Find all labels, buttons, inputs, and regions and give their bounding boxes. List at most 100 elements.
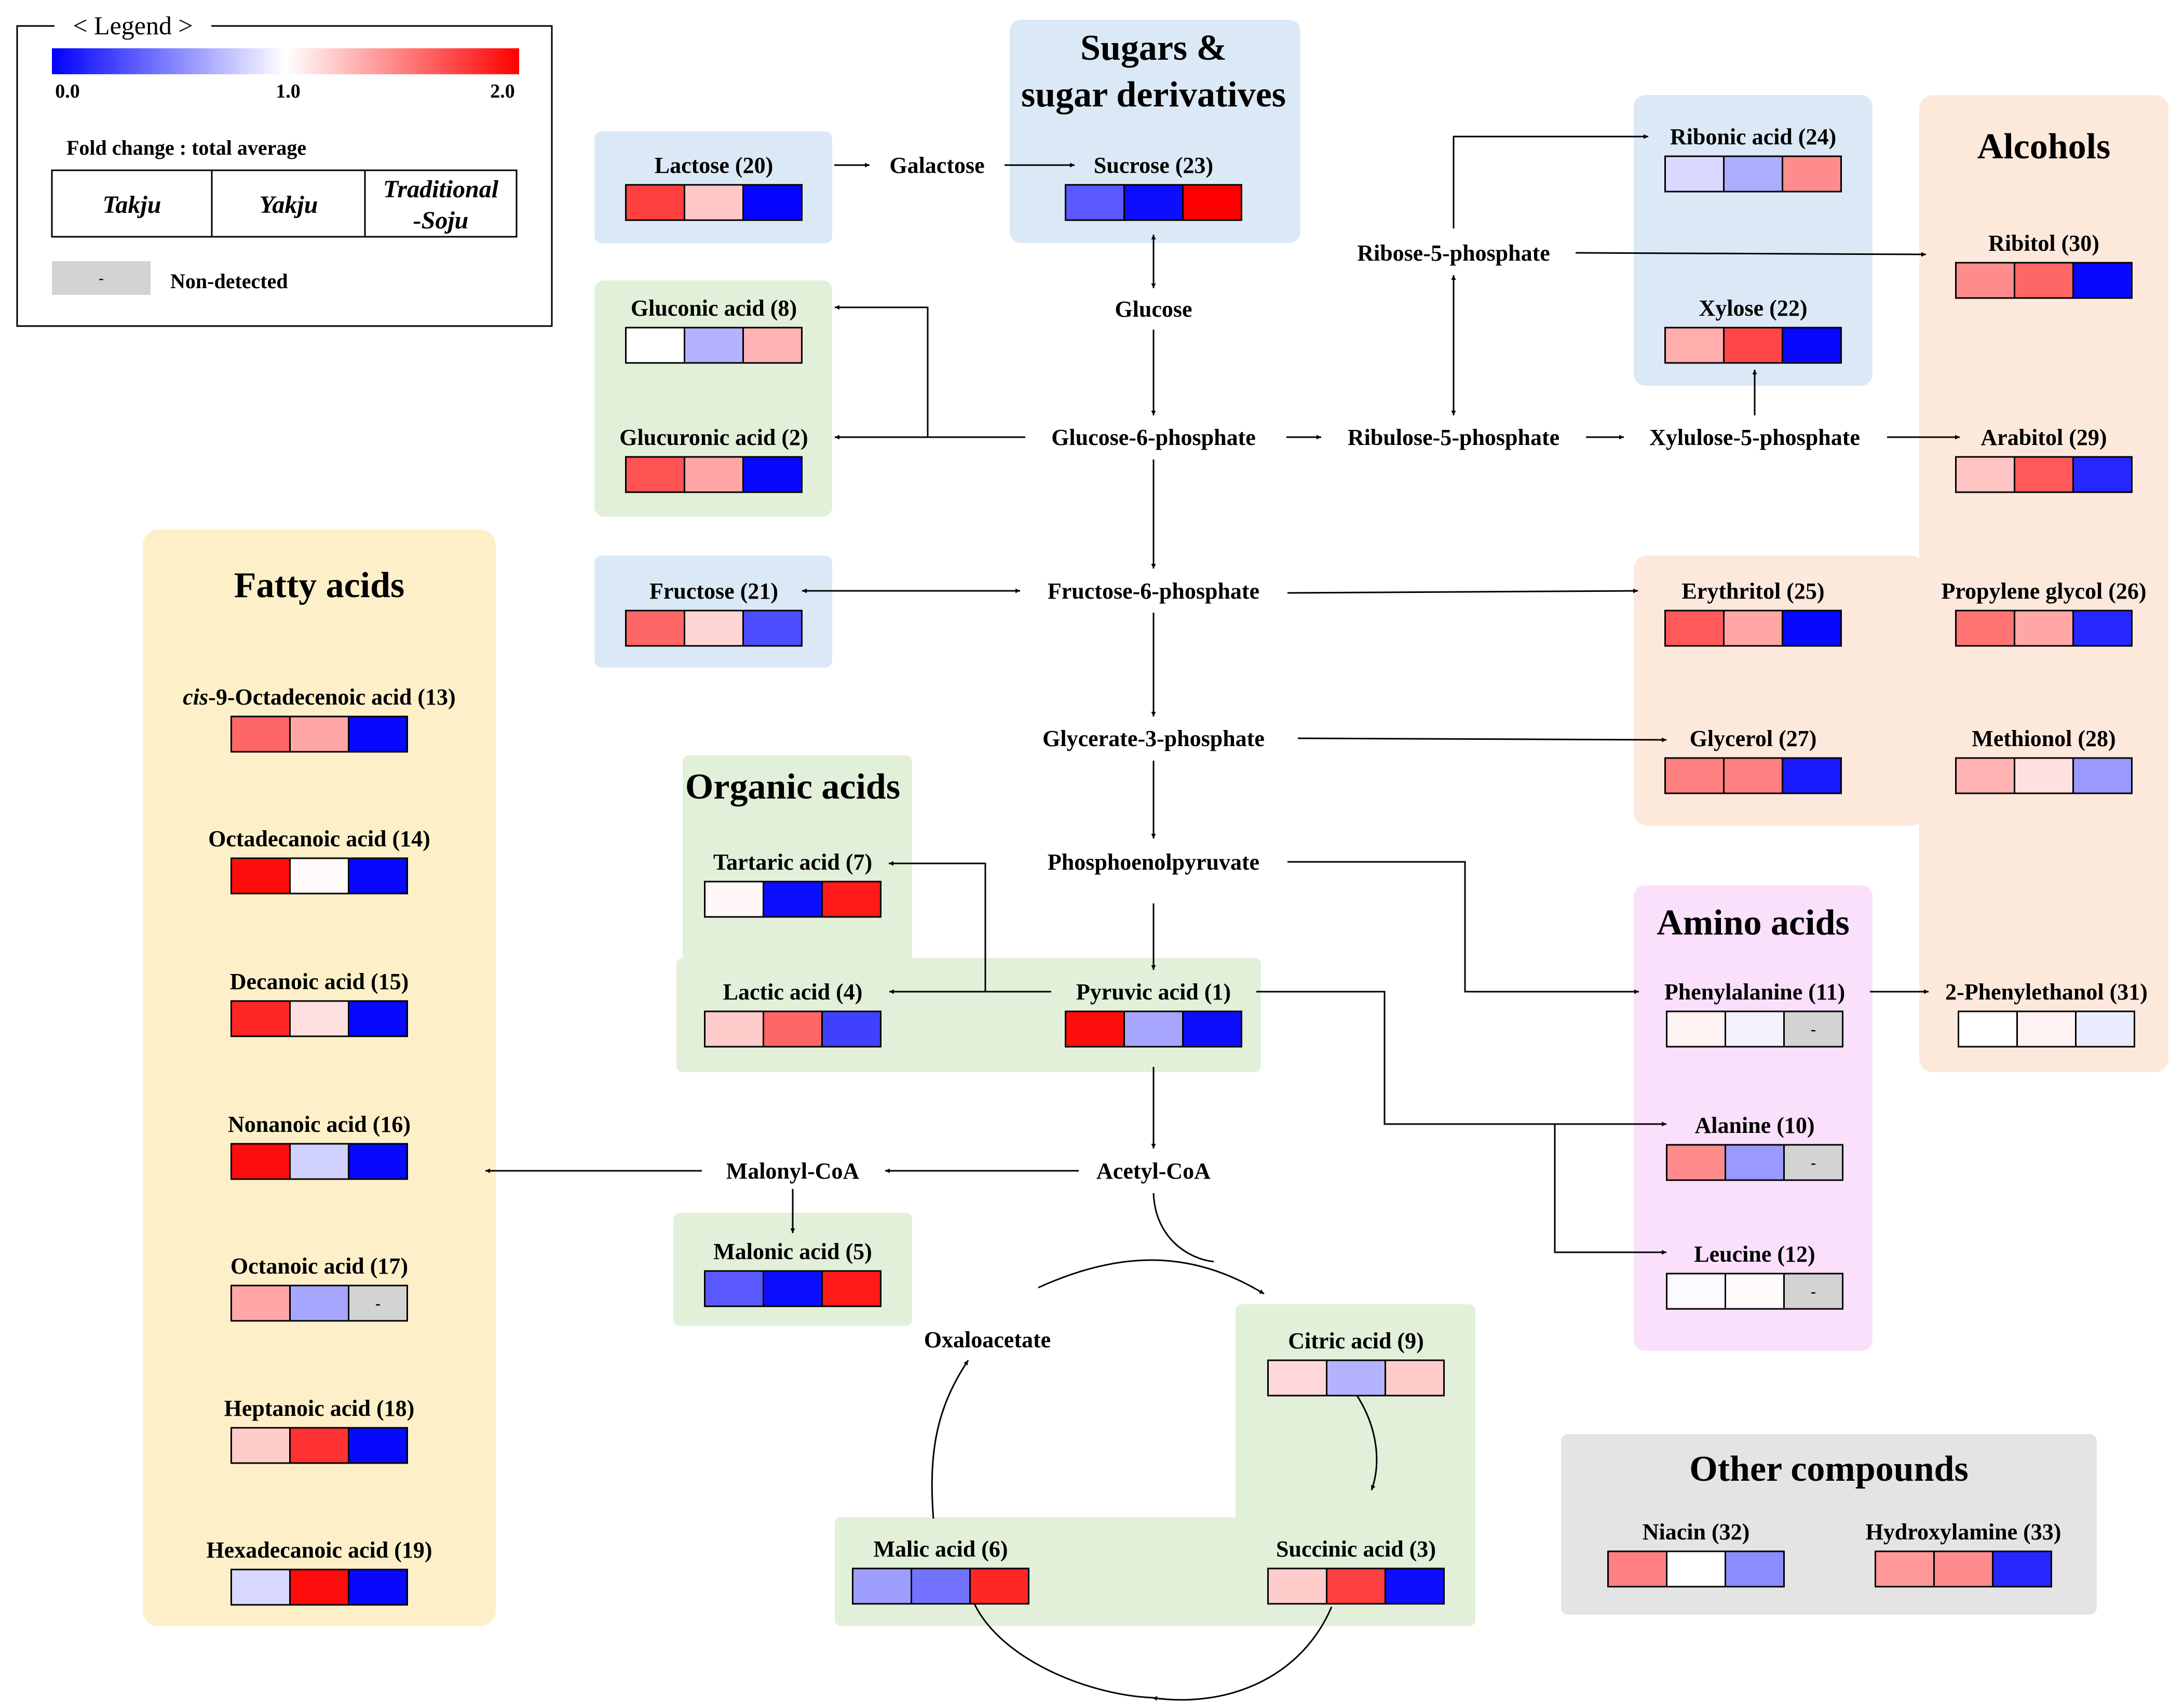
galactose-label: Galactose [889,153,984,178]
pyruvic-cell-2 [1182,1010,1242,1048]
compound-glucuronic-acid: Glucuronic acid (2) [619,425,808,493]
decanoic-cell-1 [289,1000,349,1037]
malic-cell-0 [852,1567,912,1605]
erythritol-cell-2 [1782,610,1842,647]
compound-glycerol: Glycerol (27) [1664,726,1842,794]
ribonic-cell-1 [1723,155,1783,193]
legend-column-yakju: Yakju [260,191,318,219]
nonanoic-cell-0 [230,1143,291,1180]
organic-acids-title: Organic acids [685,767,900,807]
nonanoic-cell-1 [289,1143,349,1180]
ribitol-cell-0 [1955,262,2015,299]
glucuronic-cell-1 [684,456,744,493]
tca-malic-oxaloacetate [931,1360,969,1519]
methionol-label: Methionol (28) [1972,726,2115,751]
ribitol-cell-1 [2014,262,2074,299]
compound-gluconic-acid: Gluconic acid (8) [625,295,803,364]
malic-cell-2 [969,1567,1029,1605]
malonic-cell-0 [704,1270,764,1307]
gluconic-label: Gluconic acid (8) [631,295,797,321]
citric-cell-1 [1326,1359,1386,1397]
tca-malic-lower [972,1601,1154,1699]
sucrose-cell-1 [1123,184,1184,221]
citric-cell-0 [1267,1359,1327,1397]
tartaric-cell-0 [704,881,764,918]
compound-malonic-acid: Malonic acid (5) [704,1239,881,1307]
compound-nonanoic-acid: Nonanoic acid (16) [228,1112,411,1180]
fructose-6-phosphate-label: Fructose-6-phosphate [1048,578,1259,604]
octadecanoic-cell-0 [230,857,291,895]
phenylethanol-label: 2-Phenylethanol (31) [1945,979,2148,1005]
arrow-g6p-gluconic [835,305,929,437]
alcohols-title: Alcohols [1977,127,2111,167]
legend-column-traditional: Traditional [383,175,499,203]
cis9-label-prefix: cis [183,684,208,710]
alanine-cell-2 [1783,1144,1843,1181]
sugars-title-line1: Sugars & [1080,28,1227,68]
arrow-pyruvic-alanine [1256,991,1666,1127]
tca-oxaloacetate-citric [1038,1259,1265,1295]
sucrose-cell-2 [1182,184,1242,221]
sucrose-label: Sucrose (23) [1094,153,1213,178]
hexadecanoic-label: Hexadecanoic acid (19) [206,1537,432,1563]
malonic-cell-2 [821,1270,881,1307]
compound-octadecanoic-acid: Octadecanoic acid (14) [208,826,430,895]
compound-citric-acid: Citric acid (9) [1267,1328,1445,1397]
arrow-pyruvic-tartaric [889,861,986,992]
hydroxylamine-cell-0 [1875,1550,1935,1588]
succinic-cell-0 [1267,1567,1327,1605]
compound-phenylalanine: Phenylalanine (11)- [1664,979,1845,1048]
glucuronic-label: Glucuronic acid (2) [619,425,808,450]
octanoic-cell-0 [230,1284,291,1322]
erythritol-label: Erythritol (25) [1682,578,1825,604]
phenylethanol-cell-1 [2016,1010,2077,1048]
oxaloacetate-label: Oxaloacetate [924,1327,1051,1353]
malonyl-coa-label: Malonyl-CoA [726,1158,860,1184]
arabitol-cell-0 [1955,456,2015,493]
amino-acids-title: Amino acids [1657,903,1849,943]
phenylalanine-cell-1 [1725,1010,1785,1048]
arrow-f6p-erythritol [1287,588,1638,594]
group-titles: Sugars & sugar derivatives Alcohols Fatt… [234,28,2111,1489]
legend-color-scale [52,48,519,74]
legend-non-detected-swatch [52,261,151,295]
leucine-cell-0 [1666,1273,1726,1310]
octanoic-label: Octanoic acid (17) [230,1253,408,1279]
tca-succinic-malic [1152,1606,1333,1701]
pathway-arrows [485,134,1960,1701]
malic-label: Malic acid (6) [873,1536,1008,1562]
legend-column-takju: Takju [103,191,161,219]
citric-label: Citric acid (9) [1288,1328,1423,1354]
compound-xylose: Xylose (22) [1664,295,1842,364]
sugars-title-line2: sugar derivatives [1021,75,1286,115]
phenylalanine-label: Phenylalanine (11) [1664,979,1845,1005]
ribose-5-phosphate-label: Ribose-5-phosphate [1357,240,1550,266]
erythritol-cell-0 [1664,610,1725,647]
alanine-non-detected-mark: - [1811,1154,1816,1171]
methionol-cell-1 [2014,757,2074,794]
glycerol-cell-2 [1782,757,1842,794]
compound-propylene-glycol: Propylene glycol (26) [1941,578,2147,647]
octanoic-cell-1 [289,1284,349,1322]
decanoic-label: Decanoic acid (15) [230,969,409,994]
ribonic-label: Ribonic acid (24) [1670,124,1836,150]
phenylalanine-cell-2 [1783,1010,1843,1048]
malic-cell-1 [911,1567,971,1605]
methionol-cell-2 [2072,757,2133,794]
pyruvic-cell-0 [1065,1010,1125,1048]
arabitol-cell-2 [2072,456,2133,493]
intermediate-labels: Galactose Glucose Glucose-6-phosphate Fr… [726,153,1860,1353]
arrow-r5p-ribonic [1453,134,1648,228]
lactose-cell-0 [625,184,685,221]
octadecanoic-cell-2 [348,857,408,895]
octadecanoic-cell-1 [289,857,349,895]
legend-tick-high: 2.0 [490,80,515,102]
propylene-cell-0 [1955,610,2015,647]
octadecanoic-label: Octadecanoic acid (14) [208,826,430,851]
compound-arabitol: Arabitol (29) [1955,425,2133,493]
legend-non-detected-label: Non-detected [170,269,288,293]
glucuronic-cell-2 [742,456,803,493]
gluconic-cell-1 [684,327,744,364]
fructose-cell-2 [742,610,803,647]
gluconic-cell-2 [742,327,803,364]
